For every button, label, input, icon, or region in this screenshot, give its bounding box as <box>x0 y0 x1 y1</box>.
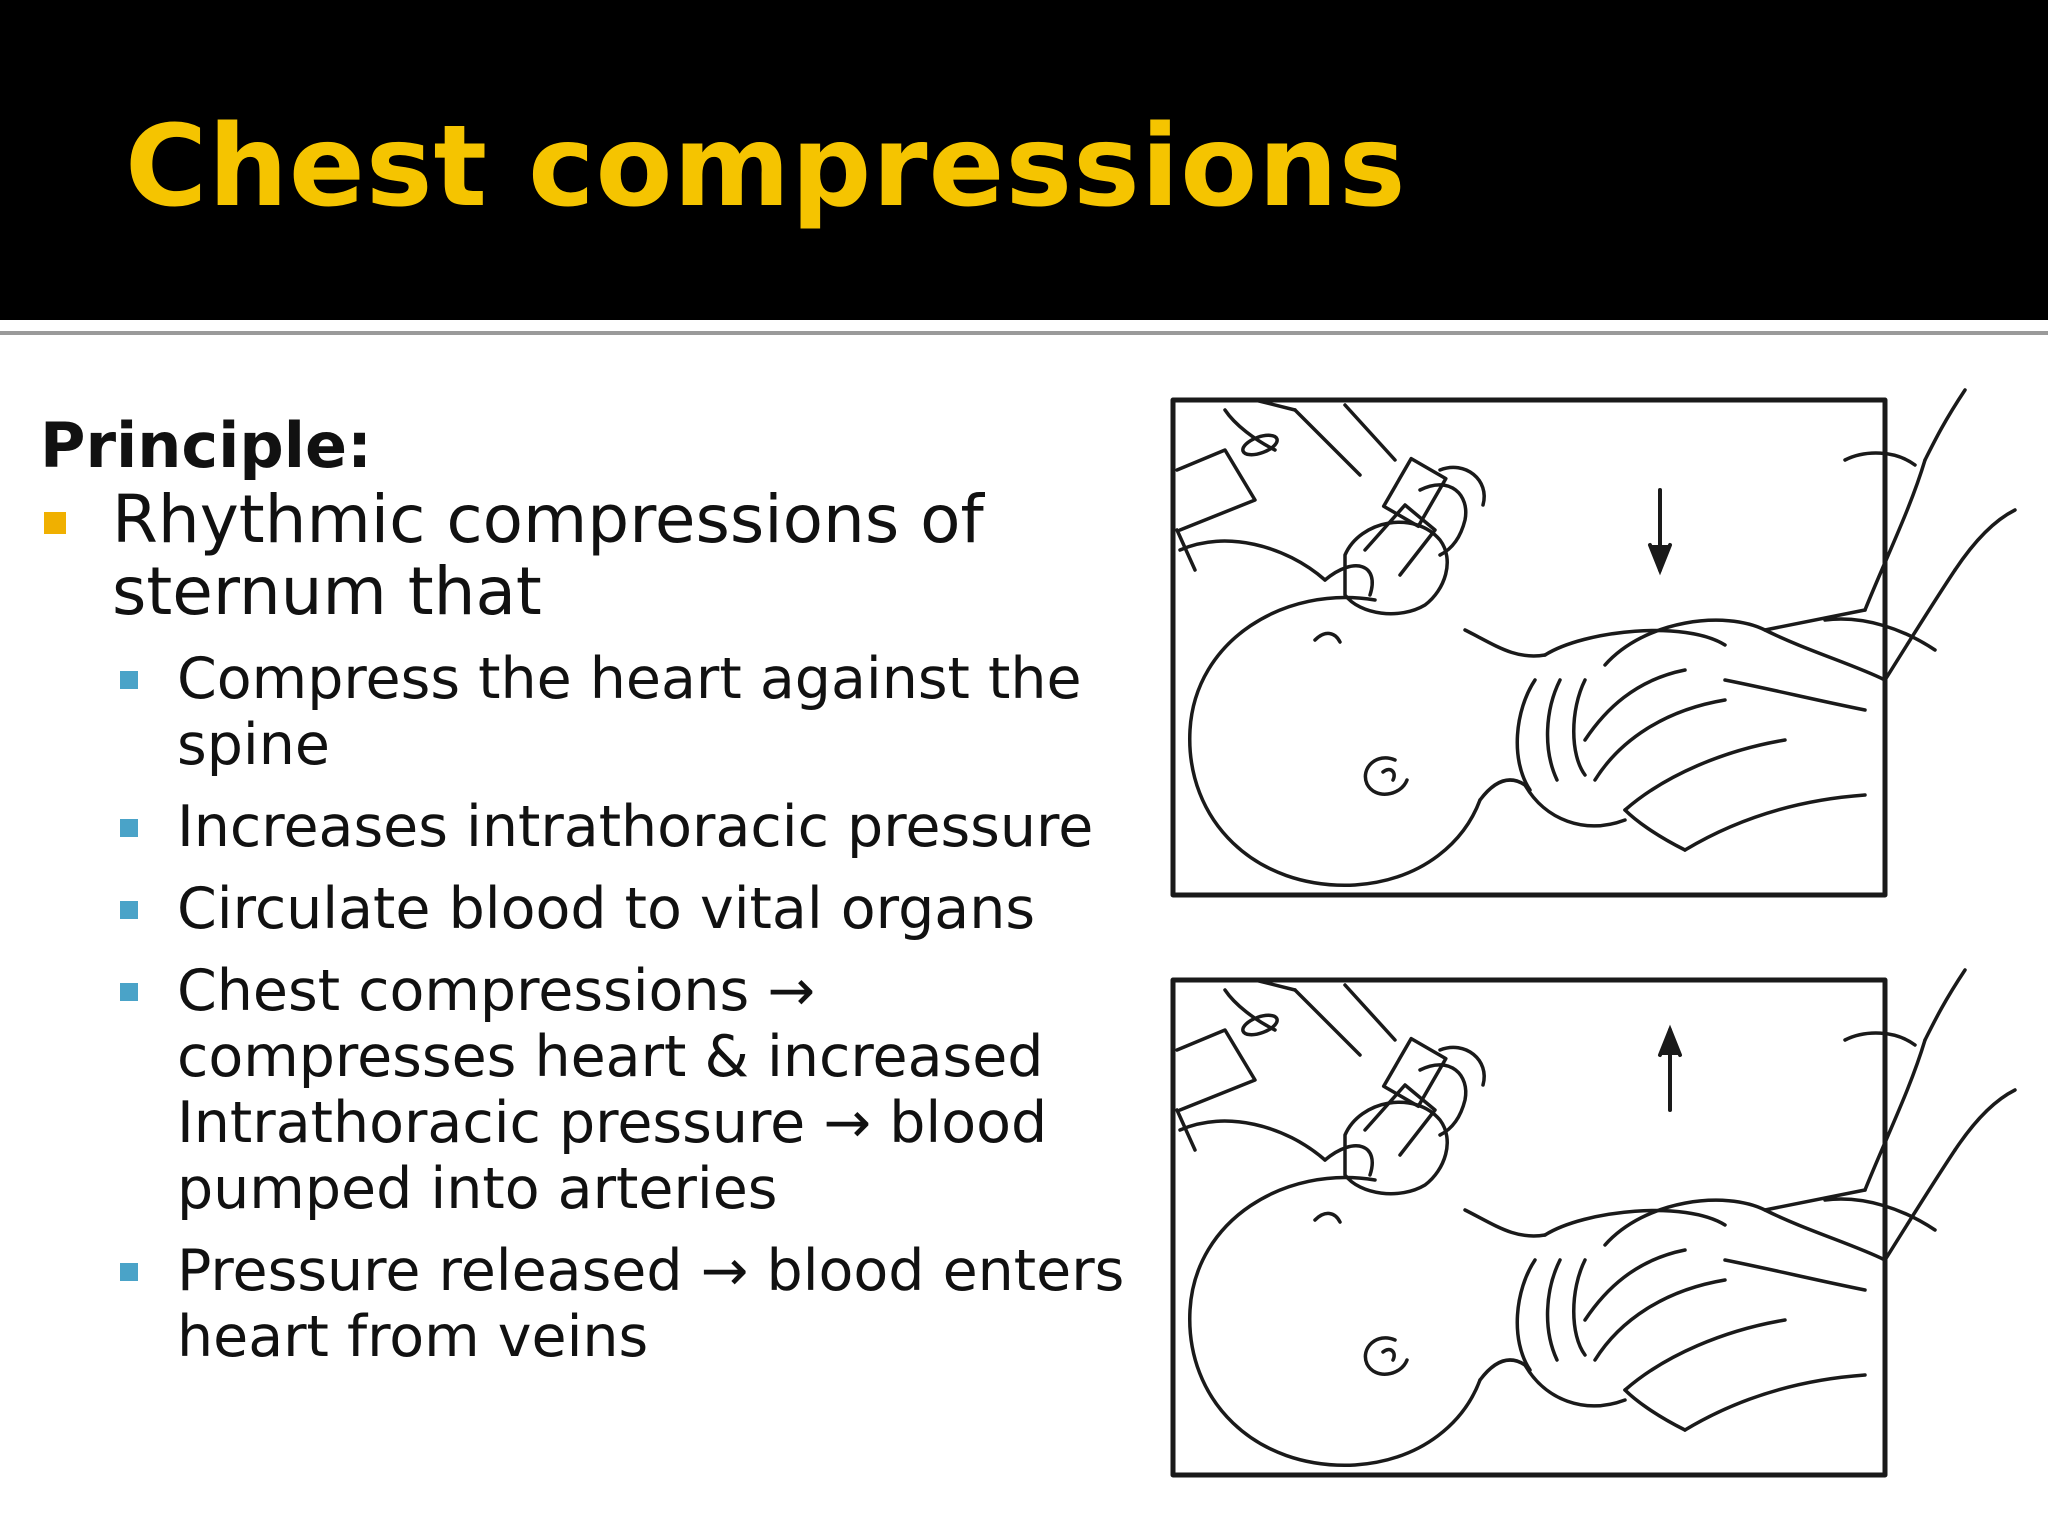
sub-bullet-circulate-blood: Circulate blood to vital organs <box>40 876 1150 942</box>
square-bullet-icon <box>120 901 138 919</box>
bullet-rhythmic-compressions: Rhythmic compressions of sternum that <box>40 484 1150 628</box>
sub-bullet-pressure-released: Pressure released → blood enters heart f… <box>40 1238 1150 1370</box>
sub-bullet-text-line: Circulate blood to vital organs <box>177 876 1036 942</box>
down-arrow-icon <box>1648 488 1672 576</box>
title-divider-shadow <box>0 331 2048 335</box>
sub-bullet-text-line: spine <box>177 712 330 778</box>
square-bullet-icon <box>120 983 138 1001</box>
sub-bullet-text-line: Compress the heart against the <box>177 646 1082 712</box>
sub-bullet-text-line: heart from veins <box>177 1304 649 1370</box>
sub-bullet-chest-compressions: Chest compressions → compresses heart & … <box>40 958 1150 1222</box>
principle-heading: Principle: <box>40 409 372 482</box>
sub-bullet-intrathoracic-pressure: Increases intrathoracic pressure <box>40 794 1150 860</box>
sub-bullet-compress-heart: Compress the heart against the spine <box>40 646 1150 778</box>
sub-bullet-list: Compress the heart against the spine Inc… <box>40 646 1150 1370</box>
chest-compression-illustration <box>1165 380 2025 1500</box>
title-bar: Chest compressions <box>0 0 2048 320</box>
sub-bullet-text-line: pumped into arteries <box>177 1156 778 1222</box>
slide-body: Principle: Rhythmic compressions of ster… <box>40 408 1150 1386</box>
bullet-text-line: sternum that <box>112 553 542 630</box>
panel-compression <box>1173 390 2015 895</box>
bullet-text-line: Rhythmic compressions of <box>112 481 984 558</box>
sub-bullet-text-line: Chest compressions → <box>177 958 816 1024</box>
slide-title: Chest compressions <box>125 102 1407 232</box>
sub-bullet-text-line: compresses heart & increased <box>177 1024 1044 1090</box>
sub-bullet-text-line: Increases intrathoracic pressure <box>177 794 1094 860</box>
panel-release <box>1173 970 2015 1475</box>
title-divider <box>0 320 2048 324</box>
square-bullet-icon <box>120 671 138 689</box>
up-arrow-icon <box>1658 1024 1682 1112</box>
sub-bullet-text-line: Pressure released → blood enters <box>177 1238 1125 1304</box>
sub-bullet-text-line: Intrathoracic pressure → blood <box>177 1090 1048 1156</box>
square-bullet-icon <box>120 819 138 837</box>
square-bullet-icon <box>120 1263 138 1281</box>
square-bullet-icon <box>44 512 66 534</box>
